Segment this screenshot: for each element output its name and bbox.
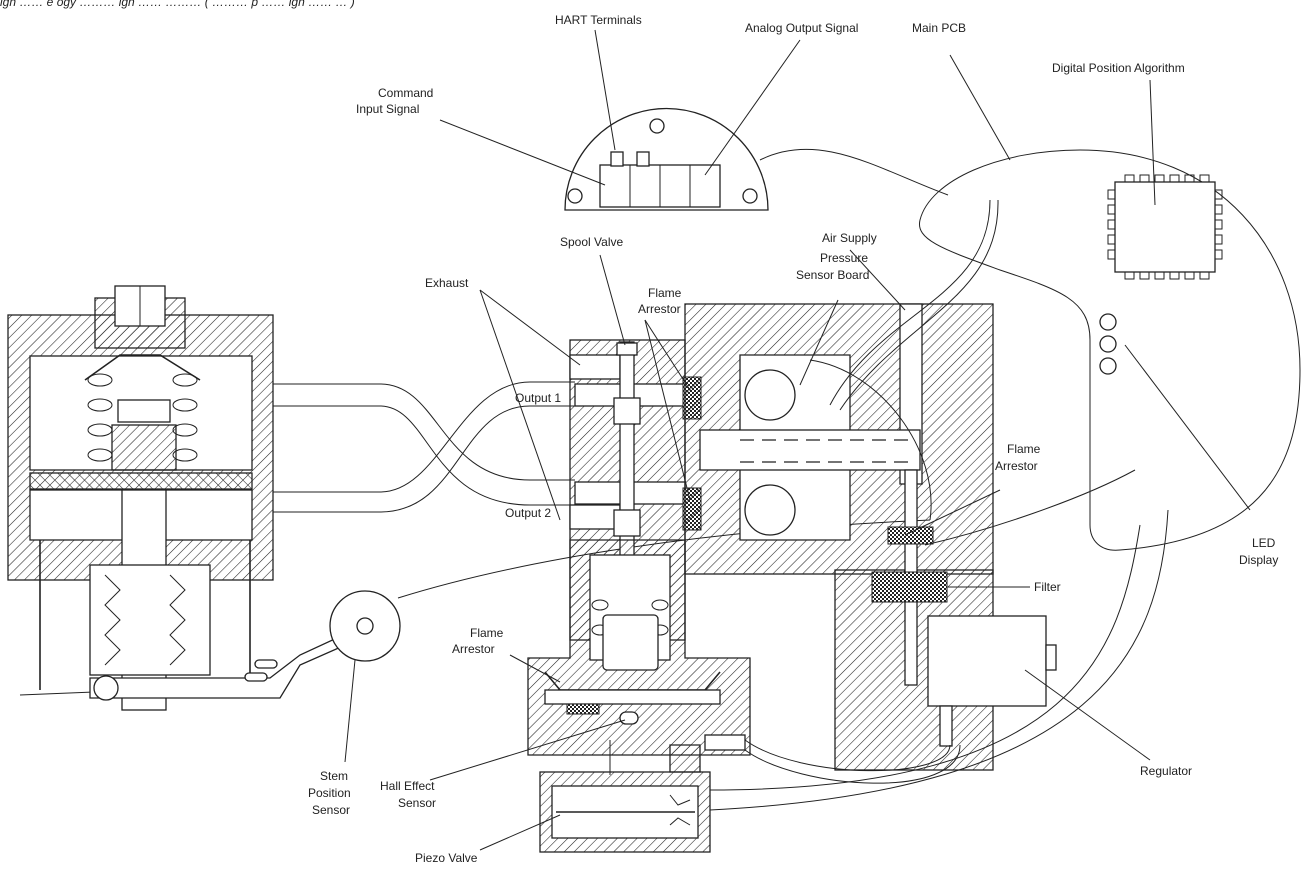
labels: HART Terminals Analog Output Signal Main… [308,13,1278,865]
label-exhaust: Exhaust [425,276,469,290]
leader-lines [344,29,1251,851]
label-main-pcb: Main PCB [912,21,966,35]
label-piezo-valve: Piezo Valve [415,851,478,865]
label-command-line1: Command [378,86,433,100]
pressure-sensor-board-outline [809,359,932,521]
label-hart-terminals: HART Terminals [555,13,642,27]
manifold-block [684,303,994,771]
label-flame-arrestor-2-line2: Arrestor [995,459,1038,473]
label-pressure-line1: Pressure [820,251,868,265]
label-digital-position-algorithm: Digital Position Algorithm [1052,61,1185,75]
label-hall-line2: Sensor [398,796,436,810]
actuator-assembly [7,285,369,711]
regulator [927,615,1057,747]
label-led-line1: LED [1252,536,1276,550]
label-stem-line2: Position [308,786,351,800]
label-analog-output-signal: Analog Output Signal [745,21,858,35]
main-pcb [918,149,1301,551]
label-pressure-line2: Sensor Board [796,268,869,282]
label-stem-line1: Stem [320,769,348,783]
piezo-housing [527,539,751,853]
label-filter: Filter [1034,580,1061,594]
label-flame-arrestor-1-line1: Flame [648,286,682,300]
label-flame-arrestor-1-line2: Arrestor [638,302,681,316]
pneumatic-tubes [273,381,575,513]
label-output-1: Output 1 [515,391,561,405]
label-regulator: Regulator [1140,764,1192,778]
label-command-line2: Input Signal [356,102,419,116]
label-flame-arrestor-2-line1: Flame [1007,442,1041,456]
label-spool-valve: Spool Valve [560,235,623,249]
label-led-line2: Display [1239,553,1278,567]
figure-caption: ign …… e ogy ……… ign …… ……… ( ……… p …… i… [0,0,355,9]
actuator-spring [87,373,198,462]
label-air-supply: Air Supply [822,231,877,245]
chip-pins [1107,174,1223,280]
label-output-2: Output 2 [505,506,551,520]
wiring [709,199,1169,811]
label-stem-line3: Sensor [312,803,350,817]
label-flame-arrestor-3-line2: Arrestor [452,642,495,656]
terminal-board [564,107,949,211]
label-flame-arrestor-3-line1: Flame [470,626,504,640]
label-hall-line1: Hall Effect [380,779,435,793]
